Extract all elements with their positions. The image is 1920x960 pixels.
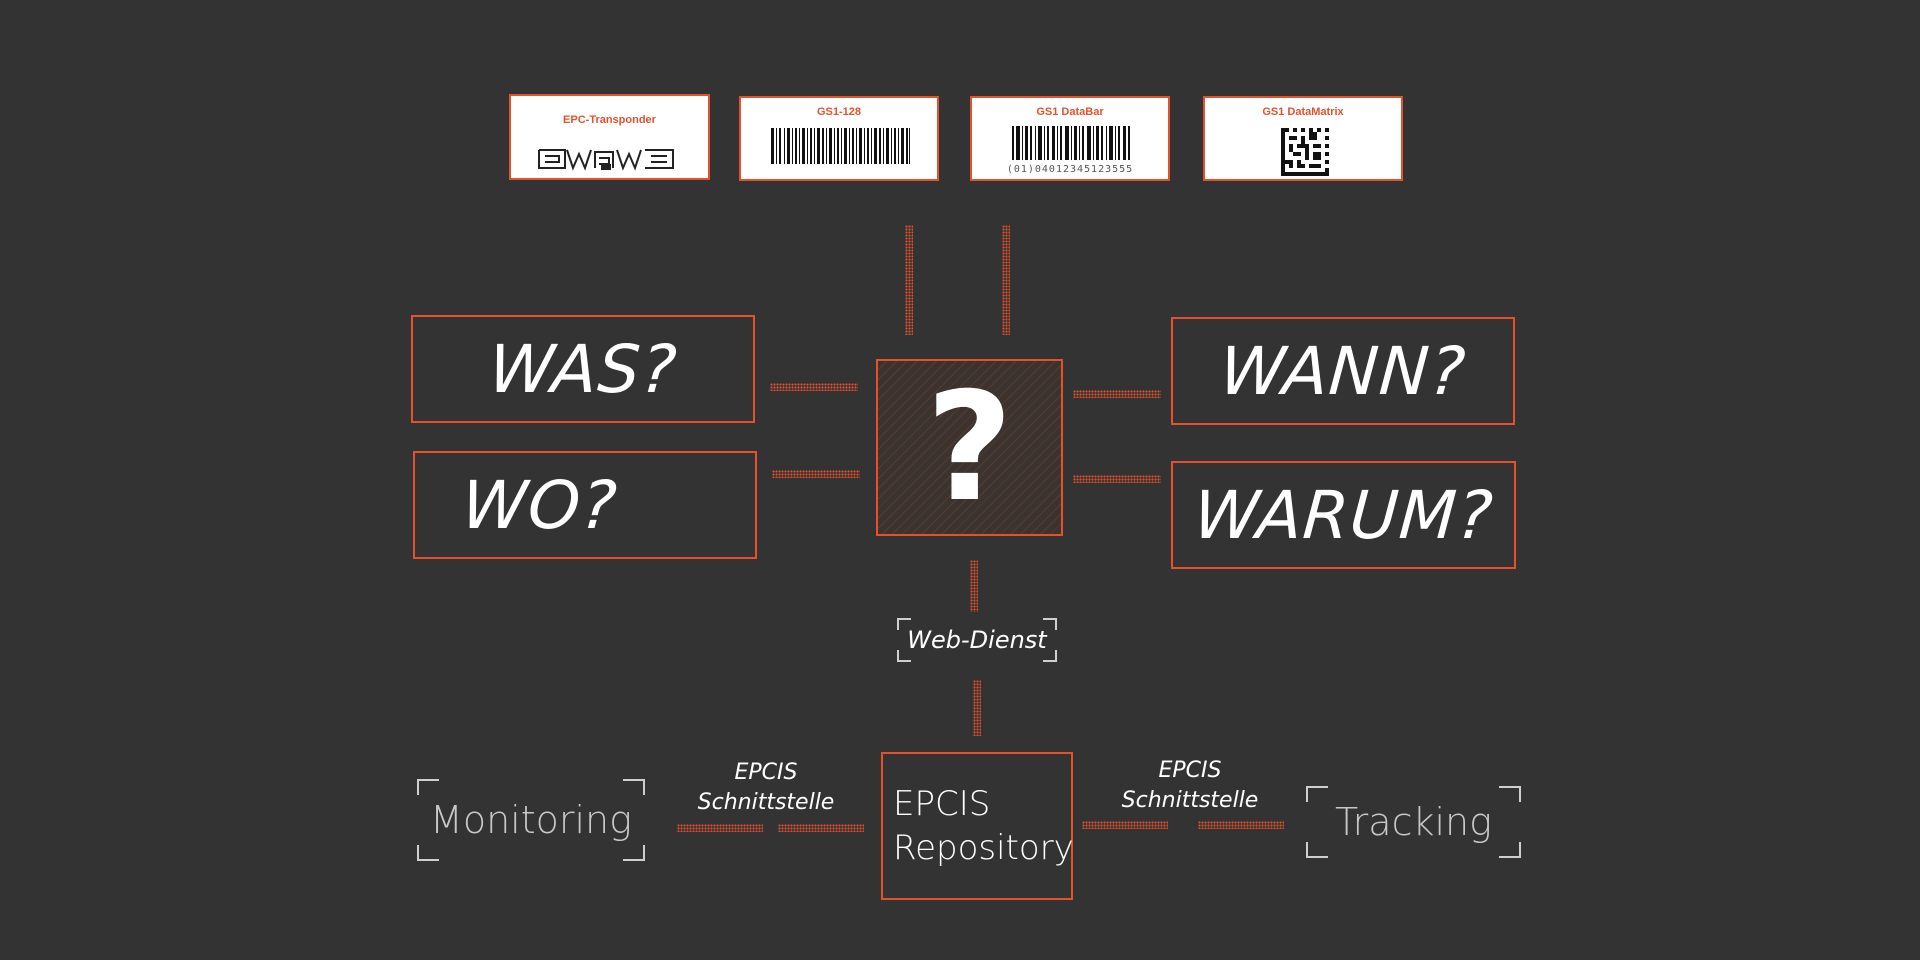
interface-right-line2: Schnittstelle: [1121, 788, 1259, 813]
linear-barcode-icon: [771, 128, 910, 164]
card-title: GS1-128: [816, 106, 862, 118]
repository-line1: EPCIS: [893, 784, 991, 824]
card-epc-transponder: EPC-Transponder: [509, 94, 710, 180]
interface-right-line1: EPCIS: [1158, 758, 1222, 783]
card-gs1-datamatrix: GS1 DataMatrix: [1203, 96, 1403, 181]
repository-line2: Repository: [893, 828, 1074, 868]
card-title: GS1 DataMatrix: [1262, 106, 1344, 118]
connector-line: [970, 560, 978, 612]
rfid-antenna-icon: [538, 149, 674, 171]
question-warum-label: WARUM?: [1191, 476, 1496, 554]
interface-left-label: EPCIS Schnittstelle: [676, 758, 856, 818]
connector-line: [772, 470, 860, 478]
card-title: GS1 DataBar: [1036, 106, 1104, 118]
web-service-frame: Web-Dienst: [897, 618, 1057, 662]
question-box-wo: WO?: [413, 451, 757, 559]
tracking-frame: Tracking: [1306, 786, 1521, 858]
connector-line: [1073, 390, 1161, 398]
connector-line: [770, 383, 858, 391]
question-box-wann: WANN?: [1171, 317, 1515, 425]
connector-line: [1002, 225, 1010, 335]
monitoring-label: Monitoring: [430, 798, 632, 842]
connector-line: [778, 824, 864, 832]
question-wann-label: WANN?: [1217, 332, 1469, 410]
connector-line: [677, 824, 763, 832]
databar-caption: (01)04012345123555: [1006, 164, 1134, 175]
connector-line: [973, 680, 981, 736]
question-mark-icon: ?: [925, 360, 1013, 535]
connector-line: [905, 225, 913, 335]
monitoring-frame: Monitoring: [417, 779, 645, 861]
epcis-repository-box: EPCIS Repository: [881, 752, 1074, 900]
center-question-box: ?: [876, 359, 1063, 536]
connector-line: [1198, 821, 1284, 829]
web-service-label: Web-Dienst: [907, 626, 1047, 654]
card-gs1-128: GS1-128: [739, 96, 939, 181]
interface-left-line1: EPCIS: [734, 760, 798, 785]
interface-right-label: EPCIS Schnittstelle: [1100, 756, 1280, 816]
card-title: EPC-Transponder: [563, 114, 656, 126]
datamatrix-code-icon: [1281, 128, 1329, 176]
question-was-label: WAS?: [486, 330, 680, 408]
tracking-label: Tracking: [1335, 800, 1492, 844]
question-box-warum: WARUM?: [1171, 461, 1516, 569]
repository-label: EPCIS Repository: [893, 782, 1074, 870]
card-gs1-databar: GS1 DataBar (01)04012345123555: [970, 96, 1170, 181]
connector-line: [1073, 475, 1161, 483]
databar-barcode-icon: [1012, 126, 1130, 160]
connector-line: [1082, 821, 1168, 829]
question-wo-label: WO?: [459, 466, 621, 544]
question-box-was: WAS?: [411, 315, 755, 423]
interface-left-line2: Schnittstelle: [697, 790, 835, 815]
